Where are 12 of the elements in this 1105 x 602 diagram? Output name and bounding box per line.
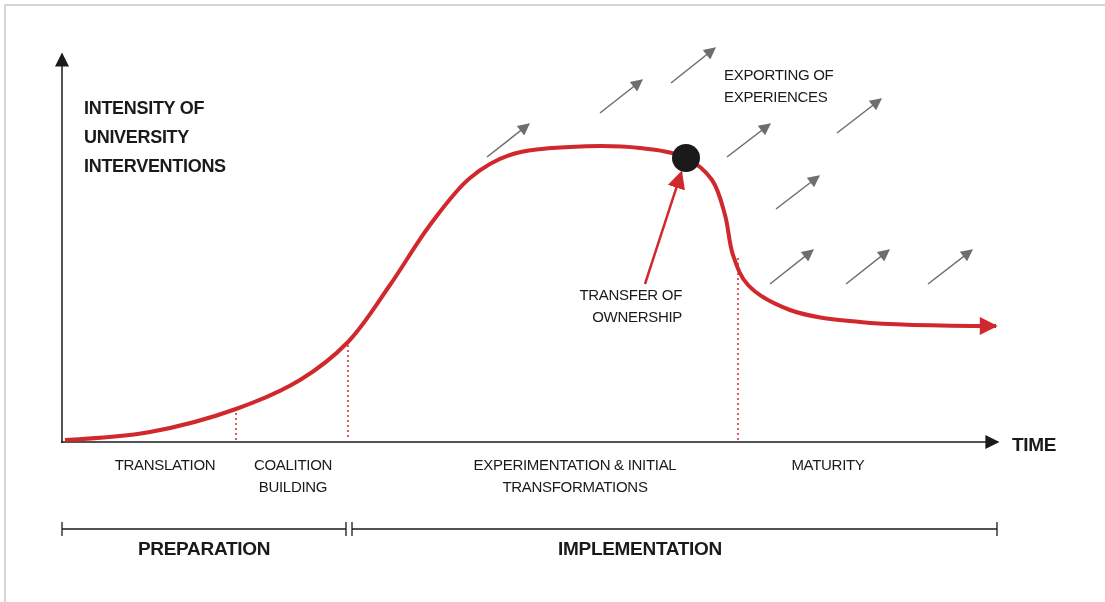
phase-title: IMPLEMENTATION [557, 538, 723, 560]
ownership-dot [672, 144, 700, 172]
stage-label: COALITION BUILDING [252, 455, 334, 497]
axis-title: INTENSITY OF UNIVERSITY INTERVENTIONS [84, 97, 227, 178]
arrow [643, 170, 685, 285]
axis-title: TIME [1012, 434, 1058, 456]
stage-label: EXPERIMENTATION & INITIAL TRANSFORMATIONS [472, 455, 678, 497]
annotation: EXPORTING OF EXPERIENCES [724, 65, 835, 107]
annotation-text: TRANSFER OF OWNERSHIP [548, 284, 682, 332]
stage-label: MATURITY [790, 455, 866, 475]
stage-label: TRANSLATION [113, 455, 217, 475]
phase-title: PREPARATION [136, 538, 272, 560]
